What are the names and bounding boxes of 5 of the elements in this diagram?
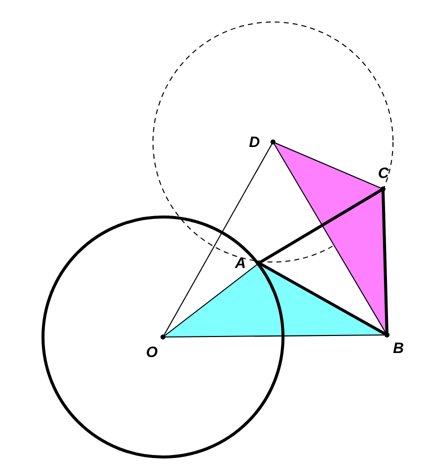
point-label: B — [393, 341, 404, 356]
point-label: D — [249, 135, 260, 150]
point-label: A — [235, 256, 246, 271]
point-label: C — [378, 166, 389, 181]
point-label: O — [146, 345, 158, 360]
